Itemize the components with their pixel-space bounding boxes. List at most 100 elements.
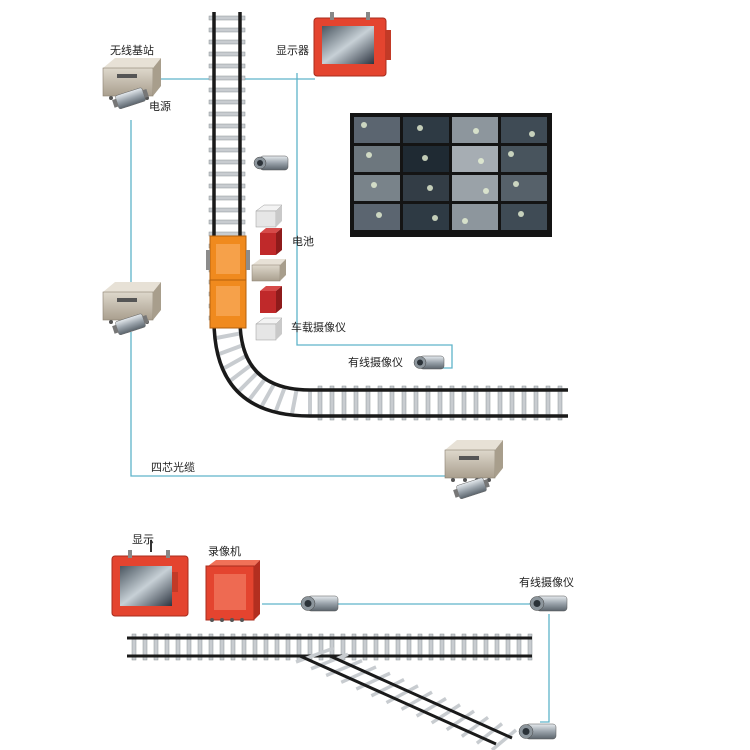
cable-camera-to-bottom-camera [540, 614, 550, 723]
rail-sleeper [437, 385, 443, 421]
rail-sleeper [521, 385, 527, 421]
rail-sleeper [208, 633, 214, 661]
battery-2 [260, 286, 282, 313]
wired-camera-top [413, 355, 445, 370]
vehicle-power-box-2 [255, 317, 283, 341]
video-tile [501, 204, 547, 230]
video-light [529, 131, 535, 137]
cable-network [130, 73, 550, 723]
label-fiber-cable: 四芯光缆 [151, 461, 195, 474]
rail-sleeper [417, 633, 423, 661]
vehicle-camera-top [253, 155, 289, 171]
rail-sleeper [527, 633, 533, 661]
rail-sleeper [445, 709, 475, 732]
video-light [508, 151, 514, 157]
label-video-recorder: 录像机 [208, 545, 241, 558]
video-tile [501, 117, 547, 143]
video-light [417, 125, 423, 131]
rail-sleeper [208, 87, 246, 93]
power-supply-middle [112, 313, 149, 336]
base-station-top [102, 58, 161, 100]
video-light [462, 218, 468, 224]
rail-sleeper [494, 633, 500, 661]
rail-sleeper [197, 633, 203, 661]
video-light [427, 185, 433, 191]
rail-sleeper [355, 671, 391, 691]
battery-1 [260, 228, 282, 255]
rail-sleeper [208, 15, 246, 21]
label-display-top: 显示器 [276, 44, 309, 57]
rail-sleeper [483, 633, 489, 661]
rail-sleeper [131, 633, 137, 661]
video-light [371, 182, 377, 188]
label-battery: 电池 [292, 235, 314, 248]
rail-sleeper [164, 633, 170, 661]
power-supply-top [112, 87, 149, 110]
rail-sleeper [208, 219, 246, 225]
video-light [361, 122, 367, 128]
rail-sleeper [236, 371, 259, 394]
video-tile [452, 146, 498, 172]
rail-sleeper [340, 665, 377, 684]
rail-sleeper [485, 385, 491, 421]
rail-sleeper [475, 722, 504, 745]
rail-sleeper [351, 633, 357, 661]
video-tile [403, 204, 449, 230]
rail-sleeper [219, 633, 225, 661]
rail-sleeper [208, 207, 246, 213]
rail-sleeper [362, 633, 368, 661]
wired-camera-bottom-middle [300, 595, 339, 612]
rail-sleeper [208, 183, 246, 189]
rail-sleeper [472, 633, 478, 661]
label-display-bottom: 显示 [132, 533, 154, 546]
rail-sleeper [385, 684, 419, 705]
rail-sleeper [413, 385, 419, 421]
rail-sleeper [557, 385, 563, 421]
rail-sleeper [389, 385, 395, 421]
rail-sleeper [509, 385, 515, 421]
curved-track [212, 318, 568, 421]
rail-sleeper [450, 633, 456, 661]
rail-sleeper [208, 171, 246, 177]
wired-camera-bottom-low [518, 723, 557, 740]
rail-sleeper [221, 353, 248, 371]
label-vehicle-camera: 车载摄像仪 [291, 321, 346, 334]
video-light [478, 158, 484, 164]
rail-sleeper [208, 39, 246, 45]
base-station-bottom [444, 440, 503, 482]
rail-sleeper [353, 385, 359, 421]
rail-sleeper [208, 63, 246, 69]
rail-sleeper [428, 633, 434, 661]
rail-sleeper [497, 385, 503, 421]
rail-sleeper [208, 135, 246, 141]
video-tile [403, 175, 449, 201]
rail-sleeper [228, 363, 253, 384]
rail-sleeper [175, 633, 181, 661]
label-power-supply: 电源 [149, 100, 171, 113]
display-monitor-bottom [111, 540, 189, 617]
rail-sleeper [384, 633, 390, 661]
power-supply-bottom [453, 477, 490, 500]
label-wireless-base-station: 无线基站 [110, 44, 154, 57]
rail-sleeper [259, 382, 277, 409]
rail-sleeper [217, 343, 244, 357]
rail-sleeper [400, 690, 433, 711]
display-monitor-top [313, 12, 391, 77]
video-light [518, 211, 524, 217]
rail-sleeper [377, 385, 383, 421]
video-tile [501, 146, 547, 172]
rail-sleeper [295, 646, 335, 664]
rail-sleeper [365, 385, 371, 421]
label-wired-camera-top: 有线摄像仪 [348, 356, 403, 369]
rail-sleeper [208, 147, 246, 153]
rail-sleeper [310, 652, 349, 671]
cable-display-to-cameras [296, 73, 453, 369]
rail-sleeper [208, 111, 246, 117]
rail-sleeper [230, 633, 236, 661]
video-light [473, 128, 479, 134]
video-tile [452, 175, 498, 201]
rail-sleeper [317, 385, 323, 421]
rail-sleeper [545, 385, 551, 421]
rail-sleeper [263, 633, 269, 661]
